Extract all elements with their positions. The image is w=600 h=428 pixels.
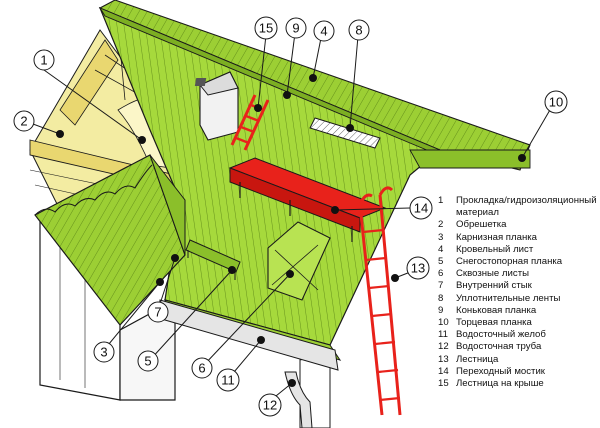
crossover-bridge bbox=[228, 157, 387, 242]
roof-front-gable bbox=[34, 154, 186, 326]
legend-item: 2 Обрешетка bbox=[438, 219, 600, 231]
callout-14: 14 bbox=[409, 196, 433, 220]
legend-item: 8 Уплотнительные ленты bbox=[438, 293, 600, 305]
legend-text: Карнизная планка bbox=[456, 231, 537, 243]
svg-text:10: 10 bbox=[549, 95, 563, 110]
snow-guard bbox=[309, 117, 381, 149]
svg-text:7: 7 bbox=[154, 305, 161, 320]
legend-item: 9 Коньковая планка bbox=[438, 305, 600, 317]
svg-text:13: 13 bbox=[411, 261, 425, 276]
legend-item: 12 Водосточная труба bbox=[438, 341, 600, 353]
legend-number: 11 bbox=[438, 329, 448, 341]
callout-1: 1 bbox=[33, 49, 55, 71]
legend-text: Снегостопорная планка bbox=[456, 256, 563, 268]
roof-ladder bbox=[230, 94, 270, 151]
legend-text: Коньковая планка bbox=[456, 304, 537, 316]
legend-number: 4 bbox=[438, 243, 444, 255]
callout-12: 12 bbox=[258, 393, 282, 417]
svg-text:3: 3 bbox=[100, 345, 107, 360]
svg-text:5: 5 bbox=[144, 354, 151, 369]
legend-text: Внутренний стык bbox=[456, 280, 532, 292]
snow-stopper-plank bbox=[185, 239, 241, 280]
legend-number: 12 bbox=[438, 341, 449, 353]
legend-text: Водосточная труба bbox=[456, 341, 542, 353]
callout-dots bbox=[56, 74, 526, 387]
legend-text: Сквозные листы bbox=[456, 268, 529, 280]
legend-text: Водосточный желоб bbox=[456, 329, 546, 341]
legend-number: 13 bbox=[438, 353, 449, 365]
callout-2: 2 bbox=[13, 110, 35, 132]
legend-number: 6 bbox=[438, 268, 444, 280]
wall-ladder bbox=[358, 186, 402, 416]
legend-text: Прокладка/гидроизоляционный материал bbox=[456, 195, 597, 219]
legend-number: 15 bbox=[438, 378, 449, 390]
svg-text:6: 6 bbox=[198, 361, 205, 376]
legend-item: 15 Лестница на крыше bbox=[438, 378, 600, 390]
svg-text:15: 15 bbox=[259, 21, 273, 36]
legend-item: 13 Лестница bbox=[438, 354, 600, 366]
legend-number: 10 bbox=[438, 317, 449, 329]
legend: 1 Прокладка/гидроизоляционный материал 2 Об… bbox=[438, 195, 600, 390]
legend-text: Обрешетка bbox=[456, 219, 507, 231]
callout-13: 13 bbox=[406, 256, 430, 280]
svg-text:12: 12 bbox=[263, 398, 277, 413]
legend-item: 1 Прокладка/гидроизоляционный материал bbox=[438, 195, 600, 219]
legend-item: 4 Кровельный лист bbox=[438, 244, 600, 256]
callout-4: 4 bbox=[313, 20, 335, 42]
callout-9: 9 bbox=[285, 17, 307, 39]
legend-item: 6 Сквозные листы bbox=[438, 268, 600, 280]
legend-number: 5 bbox=[438, 256, 444, 268]
legend-text: Уплотнительные ленты bbox=[456, 292, 561, 304]
legend-item: 11 Водосточный желоб bbox=[438, 329, 600, 341]
callout-6: 6 bbox=[191, 357, 213, 379]
callout-10: 10 bbox=[544, 90, 568, 114]
svg-text:4: 4 bbox=[320, 24, 327, 39]
svg-text:8: 8 bbox=[355, 23, 362, 38]
legend-number: 14 bbox=[438, 365, 449, 377]
callout-3: 3 bbox=[93, 341, 115, 363]
legend-text: Лестница bbox=[456, 353, 499, 365]
legend-item: 7 Внутренний стык bbox=[438, 280, 600, 292]
legend-number: 7 bbox=[438, 280, 444, 292]
svg-text:2: 2 bbox=[20, 114, 27, 129]
callout-8: 8 bbox=[348, 19, 370, 41]
legend-number: 2 bbox=[438, 219, 444, 231]
callout-leaders bbox=[32, 32, 555, 401]
legend-text: Кровельный лист bbox=[456, 243, 534, 255]
legend-item: 10 Торцевая планка bbox=[438, 317, 600, 329]
legend-text: Переходный мостик bbox=[456, 365, 545, 377]
svg-text:14: 14 bbox=[414, 201, 428, 216]
legend-item: 5 Снегостопорная планка bbox=[438, 256, 600, 268]
svg-text:9: 9 bbox=[292, 21, 299, 36]
legend-number: 3 bbox=[438, 231, 444, 243]
legend-text: Лестница на крыше bbox=[456, 378, 544, 390]
callout-15: 15 bbox=[254, 16, 278, 40]
callout-11: 11 bbox=[216, 368, 240, 392]
legend-text: Торцевая планка bbox=[456, 317, 532, 329]
svg-text:11: 11 bbox=[221, 373, 235, 388]
callout-5: 5 bbox=[137, 350, 159, 372]
legend-number: 9 bbox=[438, 304, 444, 316]
legend-number: 8 bbox=[438, 292, 444, 304]
legend-item: 3 Карнизная планка bbox=[438, 232, 600, 244]
callout-labels: 1 2 3 4 5 6 7 8 9 10 11 12 13 14 15 bbox=[13, 16, 568, 417]
legend-item: 14 Переходный мостик bbox=[438, 366, 600, 378]
svg-text:1: 1 bbox=[40, 53, 47, 68]
chimney bbox=[194, 71, 239, 141]
callout-7: 7 bbox=[147, 301, 169, 323]
legend-number: 1 bbox=[438, 195, 444, 206]
